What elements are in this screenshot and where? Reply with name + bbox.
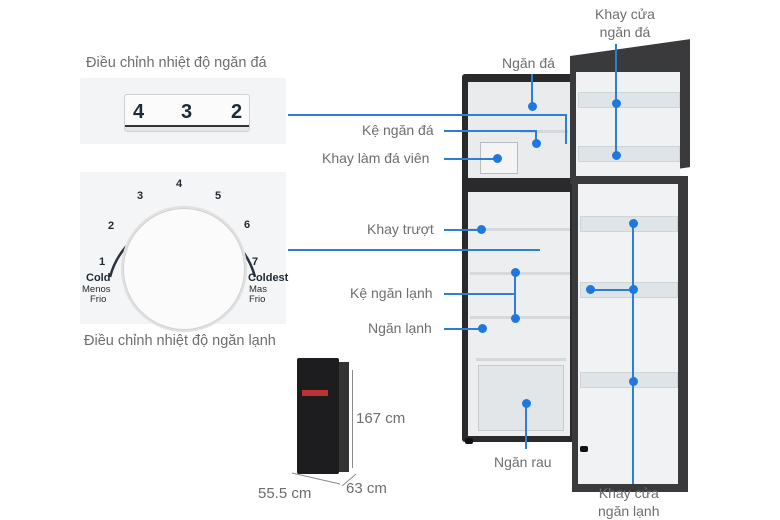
leader-fridge-shelf-v: [514, 272, 516, 318]
marker-dot: [511, 268, 520, 277]
scale-5: 5: [215, 190, 222, 202]
leader-ice-tray: [444, 158, 496, 160]
callout-crisper: Ngăn rau: [494, 454, 552, 470]
depth-dimension: 63 cm: [346, 480, 387, 497]
freezer-door-bin: [578, 92, 680, 108]
freezer-dial-digit: 4: [133, 101, 145, 123]
marker-dot: [477, 225, 486, 234]
door-foot: [580, 446, 588, 452]
leader-fridge-compartment: [444, 328, 480, 330]
control-panel-display: [302, 390, 328, 396]
cold-label: Cold: [86, 272, 111, 284]
crisper-drawer: [478, 365, 564, 431]
callout-freezer-door-tray: Khay cửa ngăn đá: [595, 5, 655, 41]
scale-2: 2: [108, 220, 115, 232]
cold-sub-2: Frio: [90, 294, 107, 305]
fridge-shelf-2: [470, 316, 570, 319]
freezer-control-leader: [288, 114, 566, 116]
scale-1: 1: [99, 256, 106, 268]
leader-freezer-shelf-v: [535, 130, 537, 142]
coldest-sub-1: Mas: [249, 284, 267, 295]
marker-dot: [493, 154, 502, 163]
callout-line-1: Khay cửa: [598, 485, 659, 501]
callout-line-1: Khay cửa: [595, 6, 655, 22]
fridge-foot: [465, 438, 473, 444]
marker-dot: [612, 99, 621, 108]
freezer-door-inner: [576, 72, 680, 182]
callout-ice-tray: Khay làm đá viên: [322, 150, 430, 166]
sliding-tray: [470, 228, 570, 231]
marker-dot: [629, 219, 638, 228]
callout-fridge-compartment: Ngăn lạnh: [368, 320, 432, 336]
height-dimension: 167 cm: [356, 410, 406, 427]
callout-fridge-shelf: Kệ ngăn lạnh: [350, 285, 433, 301]
scale-6: 6: [244, 219, 251, 231]
freezer-dial-digit: 2: [231, 101, 243, 123]
marker-dot: [629, 285, 638, 294]
fridge-control-leader: [288, 249, 540, 251]
crisper-cover: [476, 358, 566, 361]
callout-line-2: ngăn lạnh: [598, 503, 660, 519]
freezer-control-title: Điều chỉnh nhiệt độ ngăn đá: [86, 55, 267, 71]
height-arrow-icon: [352, 370, 353, 468]
leader-sliding-tray: [444, 229, 480, 231]
marker-dot: [478, 324, 487, 333]
leader-freezer-shelf: [444, 130, 536, 132]
marker-dot: [528, 102, 537, 111]
callout-freezer-compartment: Ngăn đá: [502, 55, 555, 71]
freezer-control-leader-v: [565, 114, 567, 144]
marker-dot: [586, 285, 595, 294]
callout-freezer-shelf: Kệ ngăn đá: [362, 122, 434, 138]
leader-fridge-door: [632, 222, 634, 484]
cold-sub-1: Menos: [82, 284, 111, 295]
leader-fridge-door-h: [590, 289, 632, 291]
fridge-control-title: Điều chỉnh nhiệt độ ngăn lạnh: [84, 333, 276, 349]
marker-dot: [612, 151, 621, 160]
marker-dot: [522, 399, 531, 408]
callout-sliding-tray: Khay trượt: [367, 221, 434, 237]
freezer-dial: 4 3 2: [124, 94, 250, 132]
fridge-dial-knob: [121, 206, 247, 332]
freezer-dial-digit: 3: [181, 101, 193, 123]
leader-fridge-shelf: [444, 293, 515, 295]
fridge-shelf-1: [470, 272, 570, 275]
width-dimension: 55.5 cm: [258, 485, 312, 502]
dial-base-line: [125, 125, 249, 127]
width-arrow-icon: [291, 472, 357, 487]
callout-line-2: ngăn đá: [599, 24, 651, 40]
scale-4: 4: [176, 178, 183, 190]
scale-7: 7: [252, 256, 259, 268]
marker-dot: [532, 139, 541, 148]
fridge-thumbnail: [297, 358, 339, 474]
scale-3: 3: [137, 190, 144, 202]
leader-crisper: [525, 403, 527, 449]
freezer-shelf: [520, 130, 568, 133]
marker-dot: [629, 377, 638, 386]
fridge-thumbnail-side: [339, 362, 349, 472]
coldest-sub-2: Frio: [249, 294, 266, 305]
coldest-label: Coldest: [248, 272, 289, 284]
callout-fridge-door-tray: Khay cửa ngăn lạnh: [598, 484, 660, 520]
fridge-door-inner: [578, 184, 678, 484]
leader-freezer: [531, 74, 533, 104]
marker-dot: [511, 314, 520, 323]
freezer-door-bin: [578, 146, 680, 162]
